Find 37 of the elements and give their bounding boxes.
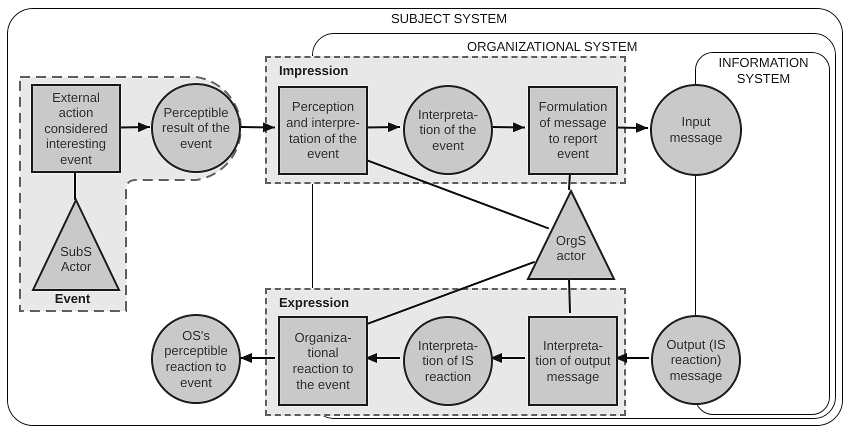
arrow xyxy=(490,353,525,363)
arrow xyxy=(615,353,649,363)
node-label: OS's perceptible reaction to event xyxy=(163,328,229,390)
node-label: SubS Actor xyxy=(59,244,93,275)
node-label: Output (IS reaction) message xyxy=(665,336,727,384)
connector-line xyxy=(568,278,571,314)
arrow xyxy=(365,353,400,363)
node-label: Organiza-tional reaction to the event xyxy=(292,330,354,392)
group-title: Expression xyxy=(279,295,350,311)
dashed-group xyxy=(265,288,626,416)
process-box xyxy=(528,316,618,406)
node-label: Formulation of message to report event xyxy=(538,99,608,162)
dashed-group xyxy=(265,56,626,184)
process-box xyxy=(278,316,368,406)
group-title: Event xyxy=(54,291,92,307)
process-box xyxy=(528,86,618,175)
process-box xyxy=(278,86,368,175)
node-label: Perception and interpre-tation of the event xyxy=(285,99,361,162)
process-box xyxy=(31,84,121,173)
node-label: OrgS actor xyxy=(554,232,588,264)
arrow xyxy=(240,122,276,132)
actor-triangle xyxy=(32,199,120,291)
node-label: Interpreta-tion of IS reaction xyxy=(417,338,479,384)
node-label: Perceptible result of the event xyxy=(161,104,231,152)
arrow xyxy=(120,122,150,132)
arrow xyxy=(240,353,275,363)
group-title: ORGANIZATIONAL SYSTEM xyxy=(467,39,638,55)
group-title: SUBJECT SYSTEM xyxy=(391,11,508,27)
node-label: Input message xyxy=(668,114,724,146)
connector-line xyxy=(74,172,76,200)
system-boundary xyxy=(7,8,843,426)
node-label: Interpreta-tion of output message xyxy=(534,338,612,384)
group-title: Impression xyxy=(279,63,350,79)
actor-triangle xyxy=(527,190,615,280)
node-label: Interpreta-tion of the event xyxy=(417,106,479,154)
group-title: INFORMATION SYSTEM xyxy=(717,55,810,86)
node-label: External action considered interesting event xyxy=(43,90,109,168)
